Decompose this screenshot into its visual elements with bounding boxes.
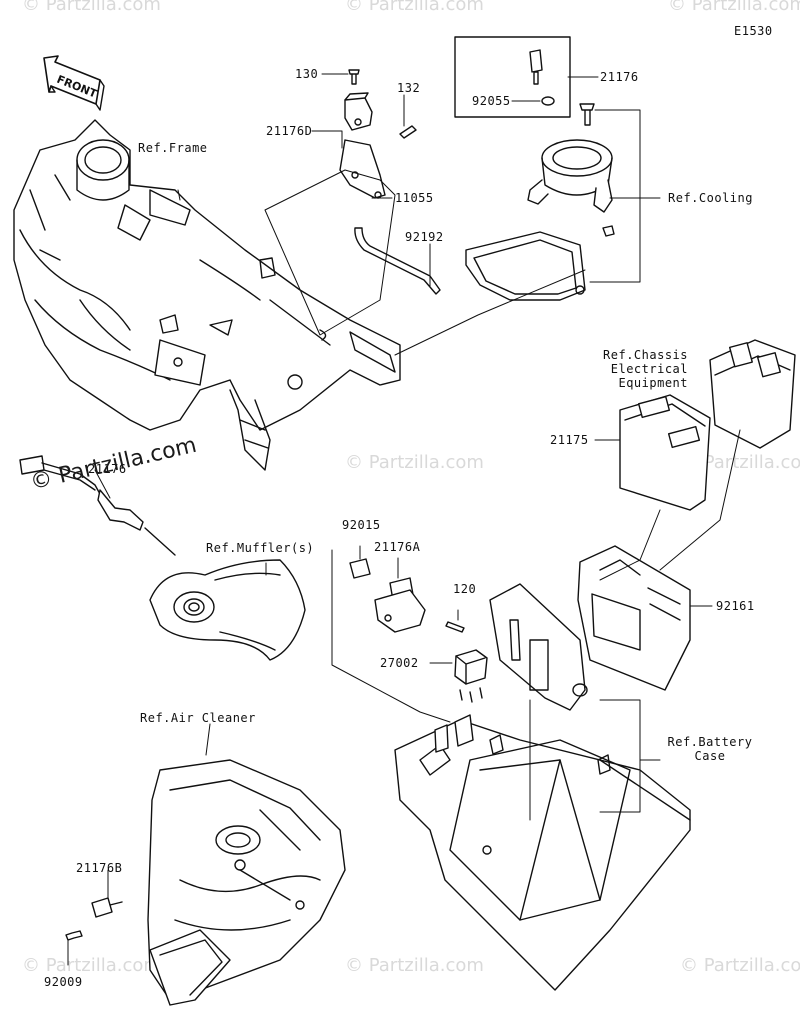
part-label-21175[interactable]: 21175 [550,433,589,447]
battery-case-drawing [394,714,691,991]
front-arrow-icon: FRONT [43,55,105,111]
watermark: © Partzilla.com [668,0,800,15]
ecu-drawing [619,339,796,511]
ref-air-cleaner[interactable]: Ref.Air Cleaner [140,711,256,725]
sensor-21176D-drawing [339,69,441,295]
watermark: © Partzilla.com [22,0,161,15]
ref-mufflers[interactable]: Ref.Muffler(s) [206,541,315,555]
leader-lines [67,73,741,966]
air-cleaner-drawing [147,759,346,1006]
part-label-92009[interactable]: 92009 [44,975,83,989]
part-label-21176B[interactable]: 21176B [76,861,123,875]
ref-chassis-electrical[interactable]: Ref.Chassis Electrical Equipment [603,348,688,390]
watermark: © Partzilla.com [345,955,484,976]
watermark: © Partzilla.com [345,0,484,15]
part-label-132[interactable]: 132 [397,81,421,95]
ref-cooling[interactable]: Ref.Cooling [668,191,753,205]
ref-frame[interactable]: Ref.Frame [138,141,208,155]
sensor-21176A-drawing [349,558,465,633]
muffler-drawing [149,559,306,661]
o2-sensor-drawing [19,455,176,556]
part-label-130[interactable]: 130 [295,67,319,81]
part-label-120[interactable]: 120 [453,582,477,596]
diagram-code: E1530 [734,24,773,38]
part-label-21176A[interactable]: 21176A [374,540,421,554]
frame-drawing [13,119,401,471]
cooling-housing-drawing [454,36,615,301]
battery-plate-drawing [489,583,588,711]
part-label-21176[interactable]: 21176 [600,70,639,84]
part-label-11055[interactable]: 11055 [395,191,434,205]
part-label-21176D[interactable]: 21176D [266,124,313,138]
sensor-21176B-drawing [65,897,123,941]
relay-27002-drawing [454,649,488,703]
watermark: © Partzilla.com [680,452,800,473]
part-label-92015[interactable]: 92015 [342,518,381,532]
watermark: © Partzilla.com [680,955,800,976]
part-label-92192[interactable]: 92192 [405,230,444,244]
ref-battery-case[interactable]: Ref.Battery Case [667,735,753,763]
part-label-92161[interactable]: 92161 [716,599,755,613]
watermark: © Partzilla.com [22,955,161,976]
part-label-27002[interactable]: 27002 [380,656,419,670]
part-label-21176-left[interactable]: 21176 [88,462,127,476]
watermark: © Partzilla.com [345,452,484,473]
bracket-92161-drawing [577,545,691,691]
part-label-92055[interactable]: 92055 [472,94,511,108]
